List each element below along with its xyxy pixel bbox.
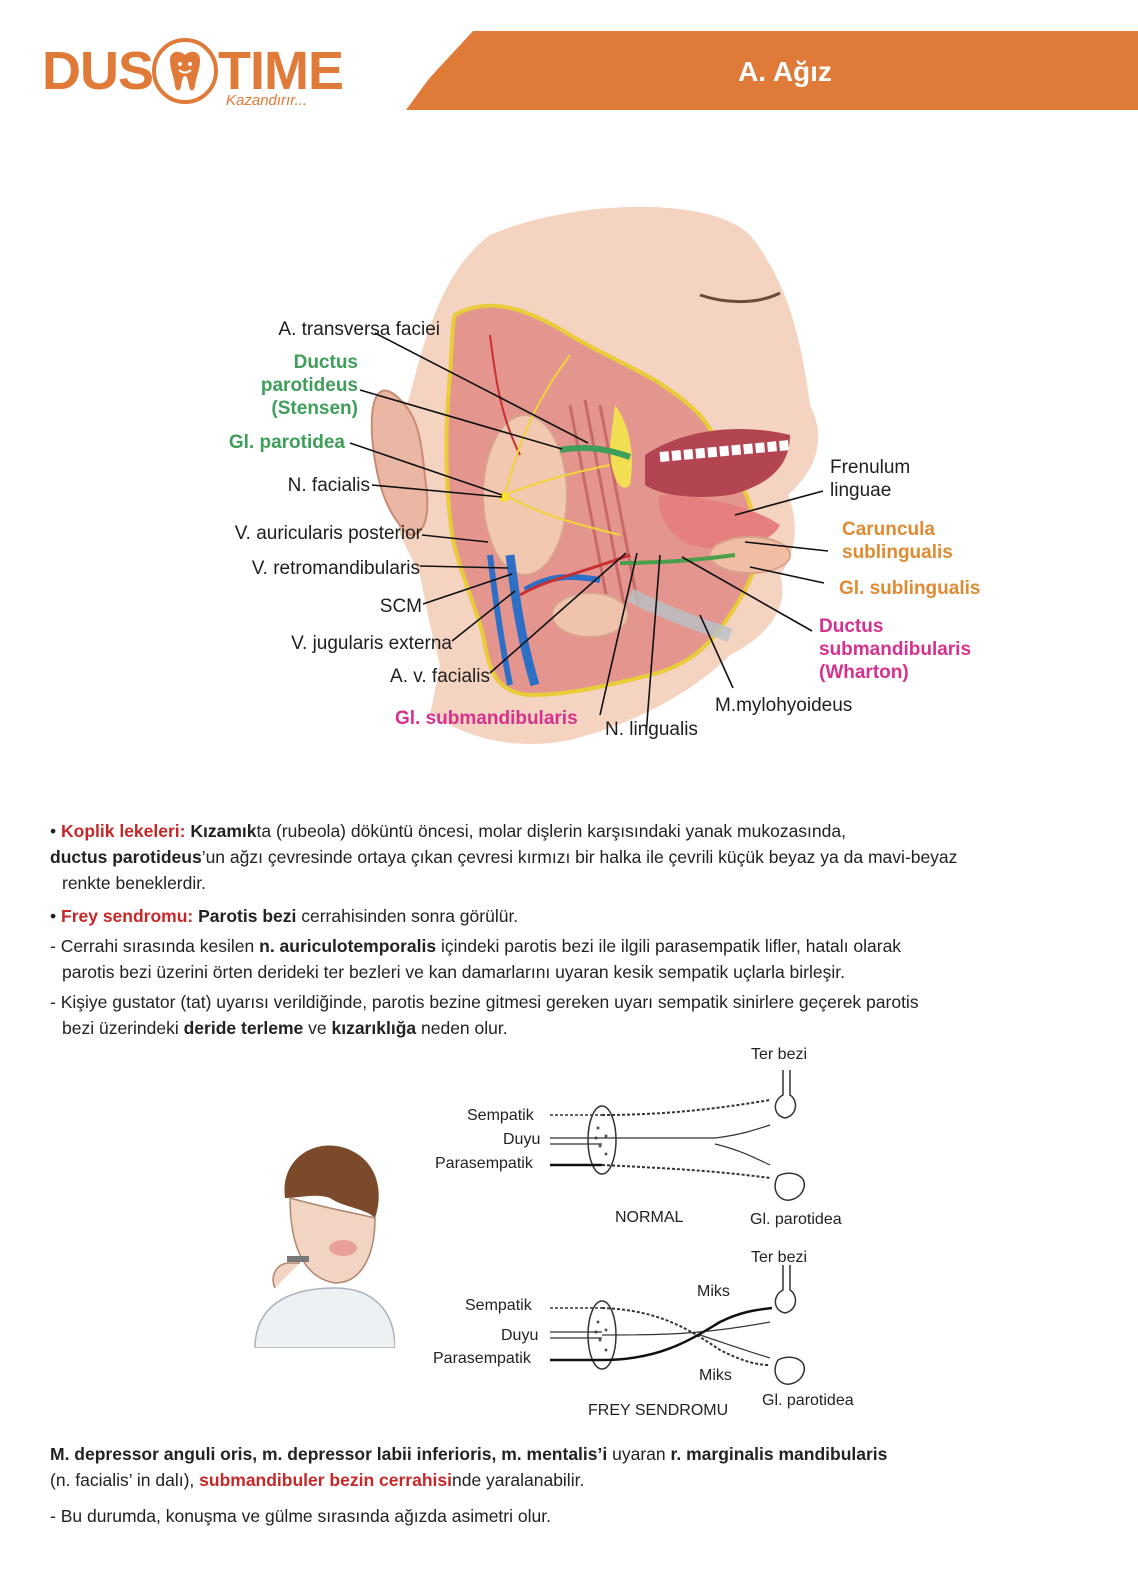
normal-caption: NORMAL [615,1209,684,1226]
frey-p3-bold-kizariklik: kızarıklığa [331,1018,417,1038]
frey-bold-parotis: Parotis bezi [198,906,297,926]
frey-p3-d: ve [308,1018,327,1038]
label-ductus-parotideus-1: Ductus [293,352,358,373]
label-v-retromandibularis: V. retromandibularis [251,558,420,579]
label-ductus-parotideus-3: (Stensen) [271,398,358,419]
label-caruncula-1: Caruncula [842,519,935,540]
logo-text-time: TIME [218,41,344,101]
label-ductus-parotideus-2: parotideus [260,375,358,396]
label-n-facialis: N. facialis [287,475,370,496]
label-ductus-sub-1: Ductus [819,616,884,637]
marginalis-paragraph: M. depressor anguli oris, m. depressor l… [50,1441,1048,1529]
label-frenulum-2: linguae [830,480,892,501]
frey-label-parasempatik: Parasempatik [433,1350,531,1367]
frey-title: Frey sendromu: [61,906,194,926]
frey-p3-bold-terleme: deride terleme [183,1018,304,1038]
label-ductus-sub-2: submandibularis [819,639,972,660]
anatomy-illustration [349,206,829,745]
frey-label-miks-bottom: Miks [699,1367,732,1384]
koplik-title: Koplik lekeleri: [61,821,186,841]
koplik-paragraph: • Koplik lekeleri: Kızamıkta (rubeola) d… [50,818,1048,896]
normal-label-sempatik: Sempatik [467,1107,534,1124]
boy-eating-illustration [254,1145,395,1348]
frey-label-duyu: Duyu [501,1327,539,1344]
frey-line-3: parotis bezi üzerini örten derideki ter … [62,962,845,982]
logo-tooth-icon [152,38,218,104]
normal-label-ter-bezi: Ter bezi [751,1046,808,1063]
frey-line-1: • Frey sendromu: Parotis bezi cerrahisin… [50,906,519,926]
koplik-line-3: renkte beneklerdir. [62,873,206,893]
marginalis-bold-muscles: M. depressor anguli oris, m. depressor l… [50,1444,608,1464]
frey-p2-bold: n. auriculotemporalis [259,936,437,956]
koplik-bold-kizamik: Kızamık [190,821,257,841]
label-m-mylohyoideus: M.mylohyoideus [715,695,853,716]
frey-label-miks-top: Miks [697,1283,730,1300]
label-gl-parotidea: Gl. parotidea [228,432,345,453]
frey-p2-c: içindeki parotis bezi ile ilgili parasem… [440,936,902,956]
normal-diagram [550,1070,806,1201]
label-v-auricularis-posterior: V. auricularis posterior [234,523,422,544]
marginalis-highlight: submandibuler bezin cerrahisi [199,1470,452,1490]
marginalis-line-1: M. depressor anguli oris, m. depressor l… [50,1441,1048,1467]
marginalis-text-uyaran: uyaran [612,1444,666,1464]
label-scm: SCM [379,596,422,617]
frey-label-gl-parotidea: Gl. parotidea [762,1392,854,1409]
label-frenulum-1: Frenulum [830,457,911,478]
label-gl-sublingualis: Gl. sublingualis [839,578,981,599]
frey-label-sempatik: Sempatik [465,1297,532,1314]
label-ductus-sub-3: (Wharton) [819,662,909,683]
label-n-lingualis: N. lingualis [605,719,698,740]
label-caruncula-2: sublingualis [842,542,953,563]
koplik-text-2: ’un ağzı çevresinde ortaya çıkan çevresi… [201,847,958,867]
section-title: A. Ağız [738,56,832,87]
logo-text-dus: DUS [42,41,154,101]
label-gl-submandibularis: Gl. submandibularis [395,708,578,729]
frey-paragraph: • Frey sendromu: Parotis bezi cerrahisin… [50,903,1048,1041]
koplik-text-1: ta (rubeola) döküntü öncesi, molar dişle… [256,821,846,841]
frey-caption: FREY SENDROMU [588,1402,729,1419]
marginalis-line-2: (n. facialis’ in dalı), submandibuler be… [50,1467,1048,1493]
koplik-bold-ductus: ductus parotideus [50,847,202,867]
marginalis-text-dal: (n. facialis’ in dalı), [50,1470,195,1490]
frey-p3-f: neden olur. [421,1018,508,1038]
marginalis-line-3: - Bu durumda, konuşma ve gülme sırasında… [50,1506,551,1526]
header-band [398,31,1138,110]
normal-label-gl-parotidea: Gl. parotidea [750,1211,842,1228]
frey-label-ter-bezi: Ter bezi [751,1249,808,1266]
koplik-line-1: • Koplik lekeleri: Kızamıkta (rubeola) d… [50,821,846,841]
frey-p2-a: - Cerrahi sırasında kesilen [50,936,255,956]
frey-syndrome-diagram [550,1265,806,1385]
frey-text-1: cerrahisinden sonra görülür. [301,906,519,926]
label-v-jugularis-externa: V. jugularis externa [291,633,452,654]
label-a-transversa-faciei: A. transversa faciei [278,319,440,340]
marginalis-bold-nerve: r. marginalis mandibularis [670,1444,888,1464]
logo-tagline: Kazandırır... [226,92,308,109]
frey-line-2: - Cerrahi sırasında kesilen n. auriculot… [50,933,1048,959]
frey-line-5: bezi üzerindeki deride terleme ve kızarı… [50,1015,1048,1041]
marginalis-text-end: nde yaralanabilir. [452,1470,585,1490]
frey-nerve-diagram [550,1070,806,1385]
frey-line-4: - Kişiye gustator (tat) uyarısı verildiğ… [50,992,919,1012]
normal-label-duyu: Duyu [503,1131,541,1148]
normal-label-parasempatik: Parasempatik [435,1155,533,1172]
koplik-line-2: ductus parotideus’un ağzı çevresinde ort… [50,844,1048,870]
label-a-v-facialis: A. v. facialis [390,666,490,687]
frey-p3-b: bezi üzerindeki [62,1018,179,1038]
